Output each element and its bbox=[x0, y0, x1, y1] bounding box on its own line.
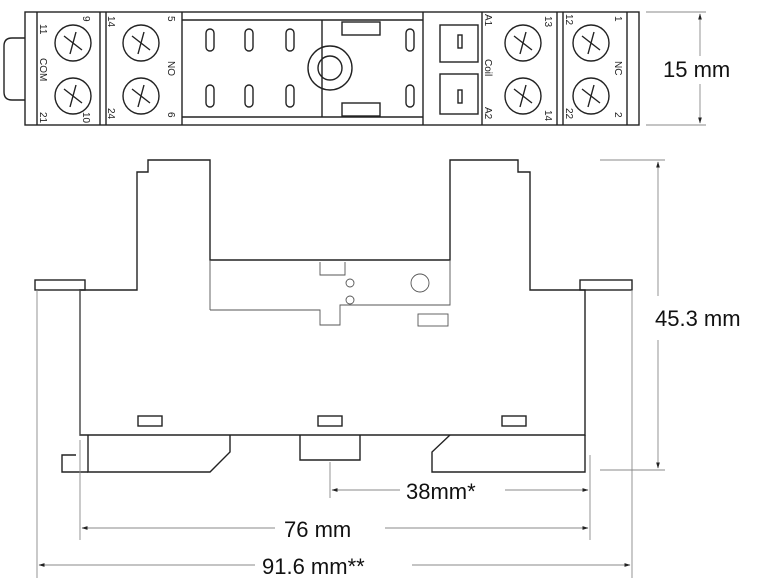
screw-icon bbox=[54, 24, 92, 62]
terminal-label: 14 bbox=[105, 16, 116, 28]
rail-latch bbox=[137, 415, 163, 427]
dimension-label: 76 mm bbox=[284, 517, 351, 542]
terminal-label: A2 bbox=[482, 107, 493, 120]
din-clip-bracket bbox=[3, 37, 25, 101]
dimension-label: 38mm* bbox=[406, 479, 476, 504]
side-view: 45.3 mm 38mm* 76 mm 91.6 mm** bbox=[34, 159, 741, 579]
socket-body-outline bbox=[79, 159, 586, 436]
mounting-hole bbox=[307, 45, 353, 91]
rail-latch bbox=[501, 415, 527, 427]
terminal-label: 13 bbox=[542, 16, 553, 28]
screw-icon bbox=[54, 77, 92, 115]
coil-label: Coil bbox=[482, 59, 493, 76]
screw-icon bbox=[504, 24, 542, 62]
width-dimension-91-6: 91.6 mm** bbox=[36, 290, 633, 579]
screw-icon bbox=[122, 77, 160, 115]
dimension-label: 45.3 mm bbox=[655, 306, 741, 331]
terminal-label: 11 bbox=[37, 24, 48, 35]
terminal-label: 21 bbox=[37, 112, 48, 124]
nc-label: NC bbox=[612, 61, 623, 75]
contact-slots bbox=[205, 28, 415, 108]
width-dimension-76: 76 mm bbox=[79, 440, 589, 542]
dimension-label: 15 mm bbox=[663, 57, 730, 82]
height-dimension-45: 45.3 mm bbox=[600, 159, 741, 471]
terminal-label: 2 bbox=[612, 112, 623, 118]
terminal-label: 6 bbox=[165, 112, 176, 118]
no-label: NO bbox=[165, 61, 176, 76]
terminal-label: 24 bbox=[105, 108, 116, 120]
terminal-label: 12 bbox=[563, 14, 574, 26]
screw-icon bbox=[504, 77, 542, 115]
terminal-label: A1 bbox=[482, 14, 493, 27]
terminal-label: 5 bbox=[165, 16, 176, 22]
left-clip bbox=[34, 279, 86, 291]
coil-pin-slot bbox=[439, 73, 479, 115]
dimension-label: 91.6 mm** bbox=[262, 554, 365, 579]
terminal-label: 9 bbox=[80, 16, 91, 22]
screw-icon bbox=[122, 24, 160, 62]
socket-outline bbox=[24, 11, 640, 126]
com-label: COM bbox=[37, 58, 48, 81]
screw-icon bbox=[572, 24, 610, 62]
terminal-label: 22 bbox=[563, 108, 574, 120]
terminal-label: 10 bbox=[80, 112, 91, 124]
screw-icon bbox=[572, 77, 610, 115]
right-clip bbox=[579, 279, 633, 291]
coil-pin-slot bbox=[439, 24, 479, 63]
height-dimension-15: 15 mm bbox=[646, 11, 730, 126]
rail-latch bbox=[317, 415, 343, 427]
terminal-label: 1 bbox=[612, 16, 623, 22]
terminal-label: 14 bbox=[542, 110, 553, 122]
rail-dimension-38: 38mm* bbox=[329, 455, 591, 540]
terminal-screws bbox=[54, 24, 610, 115]
top-view: 11 9 21 10 COM 14 5 24 6 NO A1 13 A2 14 … bbox=[3, 11, 730, 126]
